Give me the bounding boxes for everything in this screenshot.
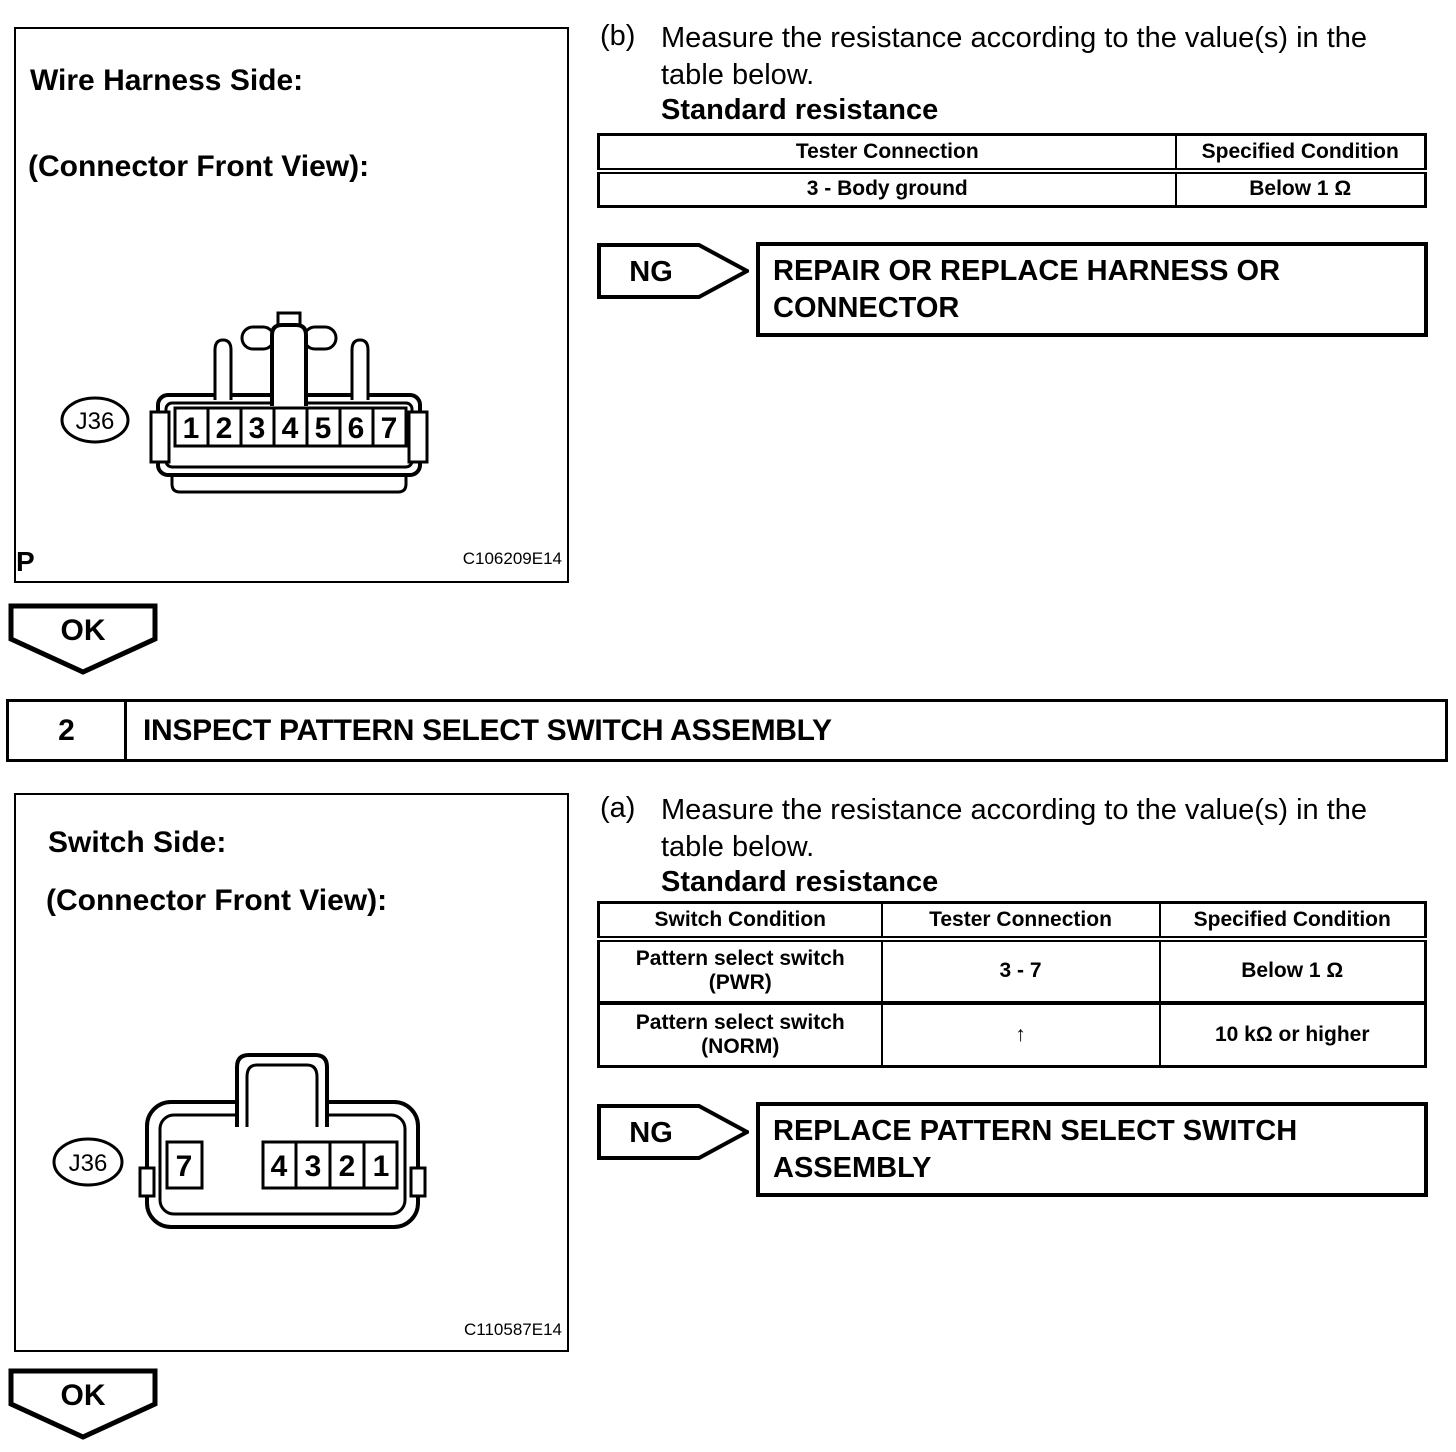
ng-arrow: NG (597, 243, 752, 304)
key-tab-inner (245, 1063, 319, 1127)
table-header-row: Tester Connection Specified Condition (597, 133, 1427, 174)
ng-pentagon (597, 243, 752, 299)
col-header-tester-connection: Tester Connection (597, 133, 1177, 174)
table-row-pwr: Pattern select switch (PWR) 3 - 7 Below … (597, 937, 1427, 1005)
figure-code: C110587E14 (464, 1320, 562, 1339)
connector-id-label: J36 (69, 1150, 108, 1177)
connector-id-label: J36 (76, 408, 115, 435)
page-letter: P (16, 546, 35, 577)
connector-left-notch (138, 1166, 156, 1198)
ok-label: OK (61, 1379, 106, 1412)
ok-arrow-shape: OK (8, 1368, 158, 1440)
cell-ditto-arrow: ↑ (880, 1001, 1161, 1068)
instruction-marker-a: (a) (600, 792, 636, 824)
latch-right-ear (302, 325, 338, 351)
pin-label: 6 (348, 412, 365, 445)
ng-arrow-shape: NG (597, 243, 752, 299)
figure-title-wire-harness-side: Wire Harness Side: (30, 64, 304, 97)
pin-label: 2 (339, 1150, 356, 1183)
cell-specified-condition: 10 kΩ or higher (1158, 1001, 1427, 1068)
key-tab-outer (235, 1053, 329, 1127)
pin-label: 4 (282, 412, 299, 445)
figure-subtitle-connector-front-view: (Connector Front View): (46, 884, 388, 917)
ok-label: OK (61, 614, 106, 647)
standard-resistance-heading: Standard resistance (661, 866, 939, 898)
connector-id-oval (60, 396, 130, 444)
cell-switch-condition: Pattern select switch (NORM) (597, 1001, 883, 1068)
col-header-specified-condition: Specified Condition (1158, 901, 1427, 942)
pin-label: 3 (305, 1150, 322, 1183)
pin-label: 7 (176, 1150, 193, 1183)
pin-label: 4 (271, 1150, 288, 1183)
pin-label: 5 (315, 412, 332, 445)
pin-label: 2 (216, 412, 233, 445)
col-header-tester-connection: Tester Connection (880, 901, 1161, 942)
table-row: 3 - Body ground Below 1 Ω (597, 169, 1427, 208)
figure-title-switch-side: Switch Side: (48, 826, 227, 859)
cell-specified-condition: Below 1 Ω (1174, 169, 1427, 208)
pin-label: 1 (183, 412, 200, 445)
figure-subtitle-connector-front-view: (Connector Front View): (28, 150, 370, 183)
table-header-row: Switch Condition Tester Connection Speci… (597, 901, 1427, 942)
connector-bottom-lip (170, 473, 408, 494)
ok-pentagon (8, 603, 158, 675)
col-header-switch-condition: Switch Condition (597, 901, 883, 942)
table-row-norm: Pattern select switch (NORM) ↑ 10 kΩ or … (597, 1001, 1427, 1068)
ng-arrow-shape: NG (597, 1104, 752, 1160)
connector-right-clip (407, 410, 429, 464)
ng-action-box: REPLACE PATTERN SELECT SWITCH ASSEMBLY (756, 1102, 1428, 1197)
pin-label: 7 (381, 412, 398, 445)
instruction-text-a: Measure the resistance according to the … (661, 794, 1368, 863)
connector-diagram-wire-harness: 1 2 3 4 5 6 7 J36 (60, 311, 429, 494)
ng-pentagon (597, 1104, 752, 1160)
connector-diagram-switch-side: 7 4 3 2 1 J36 (52, 1053, 427, 1229)
instruction-marker-b: (b) (600, 20, 636, 52)
ok-arrow: OK (8, 1368, 158, 1445)
pin-row (173, 406, 408, 448)
connector-right-notch (409, 1166, 427, 1198)
standard-resistance-heading: Standard resistance (661, 94, 939, 126)
step-title: INSPECT PATTERN SELECT SWITCH ASSEMBLY (143, 713, 832, 747)
ng-label: NG (629, 256, 673, 288)
ng-arrow: NG (597, 1104, 752, 1165)
ng-label: NG (629, 1117, 673, 1149)
resistance-table-harness: Tester Connection Specified Condition 3 … (597, 133, 1427, 208)
latch-left-ear (240, 325, 276, 351)
left-post (213, 338, 233, 400)
pin-label: 1 (373, 1150, 390, 1183)
ok-arrow-shape: OK (8, 603, 158, 675)
figure-code: C106209E14 (462, 549, 562, 568)
cell-specified-condition: Below 1 Ω (1158, 937, 1427, 1005)
pin-cell-7 (165, 1140, 204, 1190)
ok-pentagon (8, 1368, 158, 1440)
ng-action-box: REPAIR OR REPLACE HARNESS OR CONNECTOR (756, 242, 1428, 337)
pin-label: 3 (249, 412, 266, 445)
cell-switch-condition: Pattern select switch (PWR) (597, 937, 883, 1005)
latch-tower (270, 323, 308, 406)
connector-id-oval (52, 1137, 124, 1187)
resistance-table-switch: Switch Condition Tester Connection Speci… (597, 901, 1427, 1068)
ok-arrow: OK (8, 603, 158, 680)
step-2-header: 2 INSPECT PATTERN SELECT SWITCH ASSEMBLY (6, 699, 1448, 762)
instruction-text-b: Measure the resistance according to the … (661, 22, 1368, 91)
col-header-specified-condition: Specified Condition (1174, 133, 1427, 174)
right-post (350, 338, 370, 400)
cell-tester-connection: 3 - 7 (880, 937, 1161, 1005)
connector-left-clip (149, 410, 171, 464)
cell-tester-connection: 3 - Body ground (597, 169, 1177, 208)
step-number: 2 (9, 702, 127, 759)
